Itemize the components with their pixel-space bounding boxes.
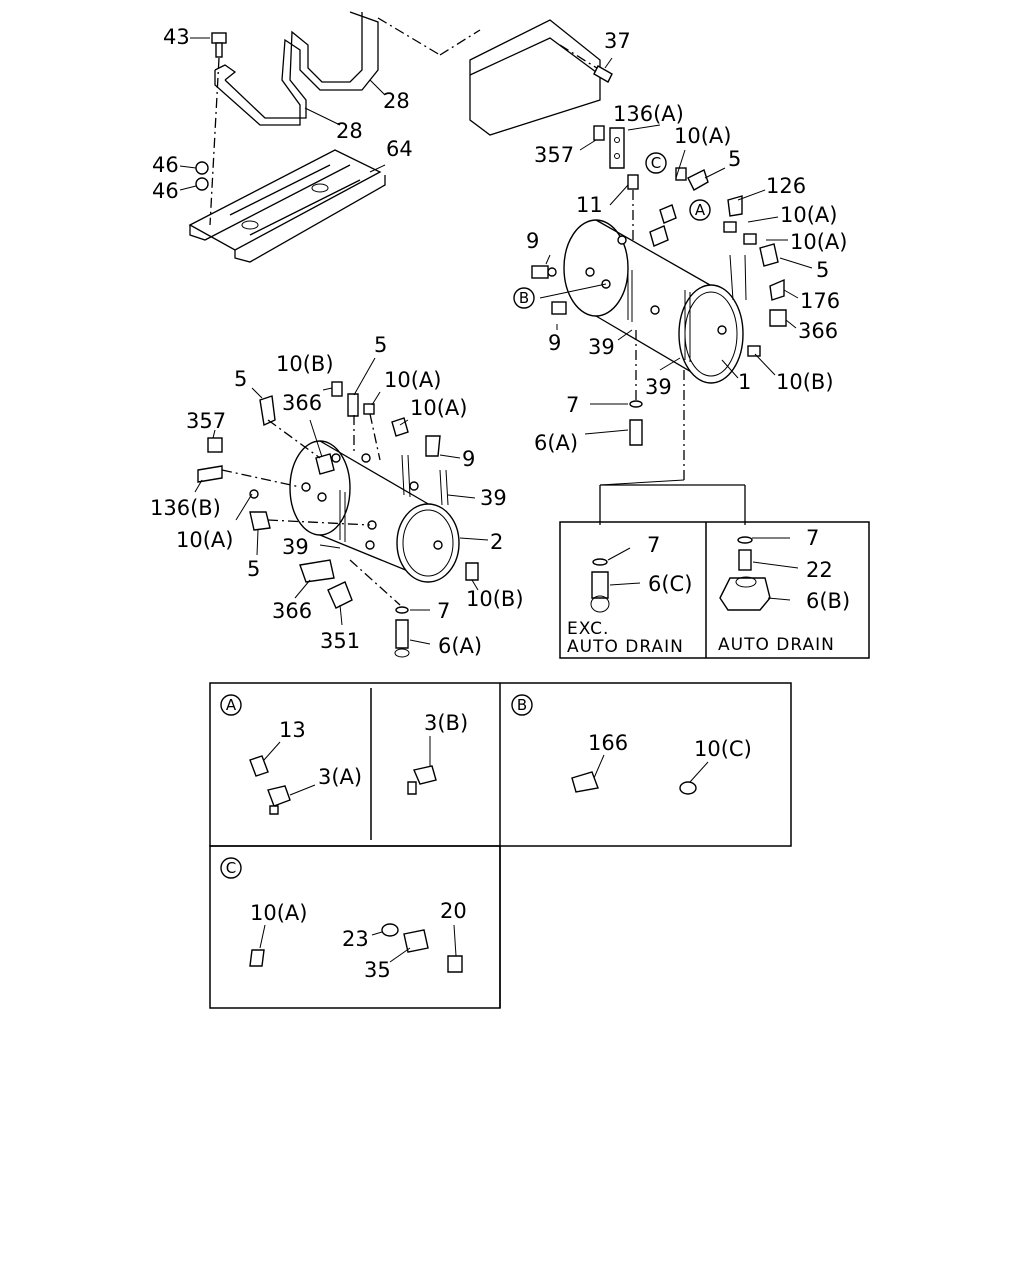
svg-text:B: B <box>519 289 529 307</box>
callout-c-marker: C <box>645 152 667 174</box>
detail-boxes <box>209 682 792 1009</box>
label-28-lower: 28 <box>336 119 363 143</box>
label-5-upper-1: 5 <box>728 147 741 171</box>
label-357-mid: 357 <box>186 409 226 433</box>
label-10a-mid-2: 10(A) <box>410 396 467 420</box>
callout-markers: A B C A B C <box>220 152 711 879</box>
auto-drain-label: AUTO DRAIN <box>718 635 835 655</box>
label-136b: 136(B) <box>150 496 221 520</box>
label-35: 35 <box>364 958 391 982</box>
label-1: 1 <box>738 370 751 394</box>
label-366-mid-1: 366 <box>282 391 322 415</box>
label-39-mid-1: 39 <box>480 486 507 510</box>
label-3b: 3(B) <box>424 711 468 735</box>
label-10b-mid-2: 10(B) <box>466 587 524 611</box>
label-6c: 6(C) <box>648 572 692 596</box>
air-tank-2 <box>194 357 489 658</box>
label-176: 176 <box>800 289 840 313</box>
label-43: 43 <box>163 25 190 49</box>
label-11: 11 <box>576 193 603 217</box>
label-20: 20 <box>440 899 467 923</box>
label-9-upper-2: 9 <box>548 331 561 355</box>
label-37: 37 <box>604 29 631 53</box>
callout-a-marker: A <box>689 199 711 221</box>
label-10c: 10(C) <box>694 737 752 761</box>
label-46-upper: 46 <box>152 153 179 177</box>
label-351: 351 <box>320 629 360 653</box>
label-9-upper-1: 9 <box>526 229 539 253</box>
label-10a-upper-3: 10(A) <box>790 230 847 254</box>
label-39-upper-1: 39 <box>588 335 615 359</box>
label-5-mid-2: 5 <box>234 367 247 391</box>
label-10a-mid-1: 10(A) <box>384 368 441 392</box>
label-7-auto: 7 <box>806 526 819 550</box>
svg-text:C: C <box>651 154 661 172</box>
exc-auto-drain-line2: AUTO DRAIN <box>567 637 684 657</box>
svg-text:A: A <box>226 696 237 714</box>
label-23: 23 <box>342 927 369 951</box>
label-366-mid-2: 366 <box>272 599 312 623</box>
label-28-upper: 28 <box>383 89 410 113</box>
part-number-labels: 43 37 28 28 46 46 64 136(A) 357 10(A) 5 … <box>150 25 850 982</box>
label-10a-mid-3: 10(A) <box>176 528 233 552</box>
label-166: 166 <box>588 731 628 755</box>
label-5-mid-1: 5 <box>374 333 387 357</box>
svg-text:B: B <box>517 696 527 714</box>
label-22: 22 <box>806 558 833 582</box>
svg-text:A: A <box>695 201 706 219</box>
detail-c-marker: C <box>220 857 242 879</box>
label-6a-mid: 6(A) <box>438 634 482 658</box>
label-13: 13 <box>279 718 306 742</box>
exc-auto-drain-line1: EXC. <box>567 619 609 639</box>
label-7-exc: 7 <box>647 533 660 557</box>
label-7-mid: 7 <box>437 599 450 623</box>
label-6a-upper: 6(A) <box>534 431 578 455</box>
label-7-upper: 7 <box>566 393 579 417</box>
svg-text:C: C <box>226 859 236 877</box>
label-2: 2 <box>490 530 503 554</box>
detail-a-marker: A <box>220 694 242 716</box>
label-10a-detail-c: 10(A) <box>250 901 307 925</box>
label-3a: 3(A) <box>318 765 362 789</box>
label-126: 126 <box>766 174 806 198</box>
frame-bracket-assembly <box>179 11 613 263</box>
label-64: 64 <box>386 137 413 161</box>
label-10a-upper-1: 10(A) <box>674 124 731 148</box>
air-tank-1 <box>531 124 813 525</box>
label-10b-upper: 10(B) <box>776 370 834 394</box>
label-136a: 136(A) <box>613 102 684 126</box>
label-366-upper: 366 <box>798 319 838 343</box>
label-10b-mid-1: 10(B) <box>276 352 334 376</box>
label-357-upper: 357 <box>534 143 574 167</box>
label-5-mid-3: 5 <box>247 557 260 581</box>
drain-variants-box <box>559 521 870 659</box>
detail-b-marker: B <box>511 694 533 716</box>
label-39-mid-2: 39 <box>282 535 309 559</box>
label-9-mid: 9 <box>462 447 475 471</box>
label-39-upper-2: 39 <box>645 375 672 399</box>
label-6b: 6(B) <box>806 589 850 613</box>
label-46-lower: 46 <box>152 179 179 203</box>
callout-b-marker: B <box>513 287 535 309</box>
label-10a-upper-2: 10(A) <box>780 203 837 227</box>
label-5-upper-2: 5 <box>816 258 829 282</box>
